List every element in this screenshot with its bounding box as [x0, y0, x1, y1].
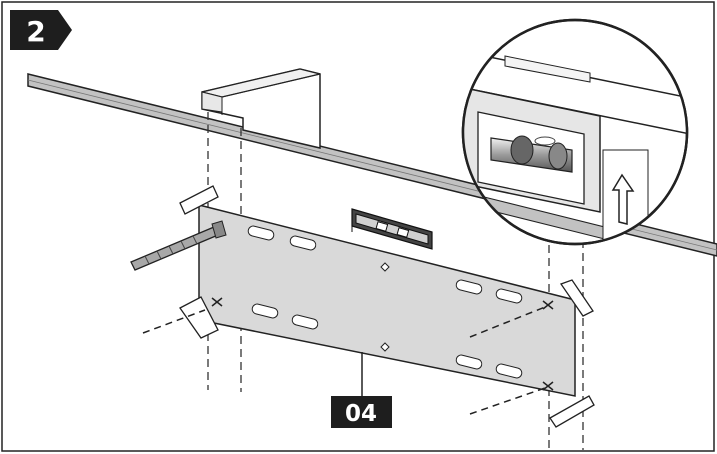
part-label-text: 04 [345, 401, 377, 427]
step-number: 2 [26, 15, 45, 48]
plate-slot [455, 279, 483, 295]
direction-up-arrow-icon [611, 173, 635, 225]
plate-slot [247, 225, 275, 241]
step-badge: 2 [10, 10, 72, 50]
part-label-badge: 04 [331, 396, 392, 428]
drill-guide-lines [142, 306, 546, 415]
plate-slot [495, 288, 523, 304]
spirit-level-icon [351, 208, 433, 250]
mounting-plate [198, 204, 576, 397]
plate-slot [251, 303, 279, 319]
plate-slot [455, 354, 483, 370]
plate-slot [289, 235, 317, 251]
wall-anchor-icon [179, 185, 595, 428]
screw-icon [130, 220, 227, 271]
plate-slot [495, 363, 523, 379]
level-magnifier [461, 18, 689, 246]
wall-stud [201, 68, 321, 149]
plate-slot [291, 314, 319, 330]
